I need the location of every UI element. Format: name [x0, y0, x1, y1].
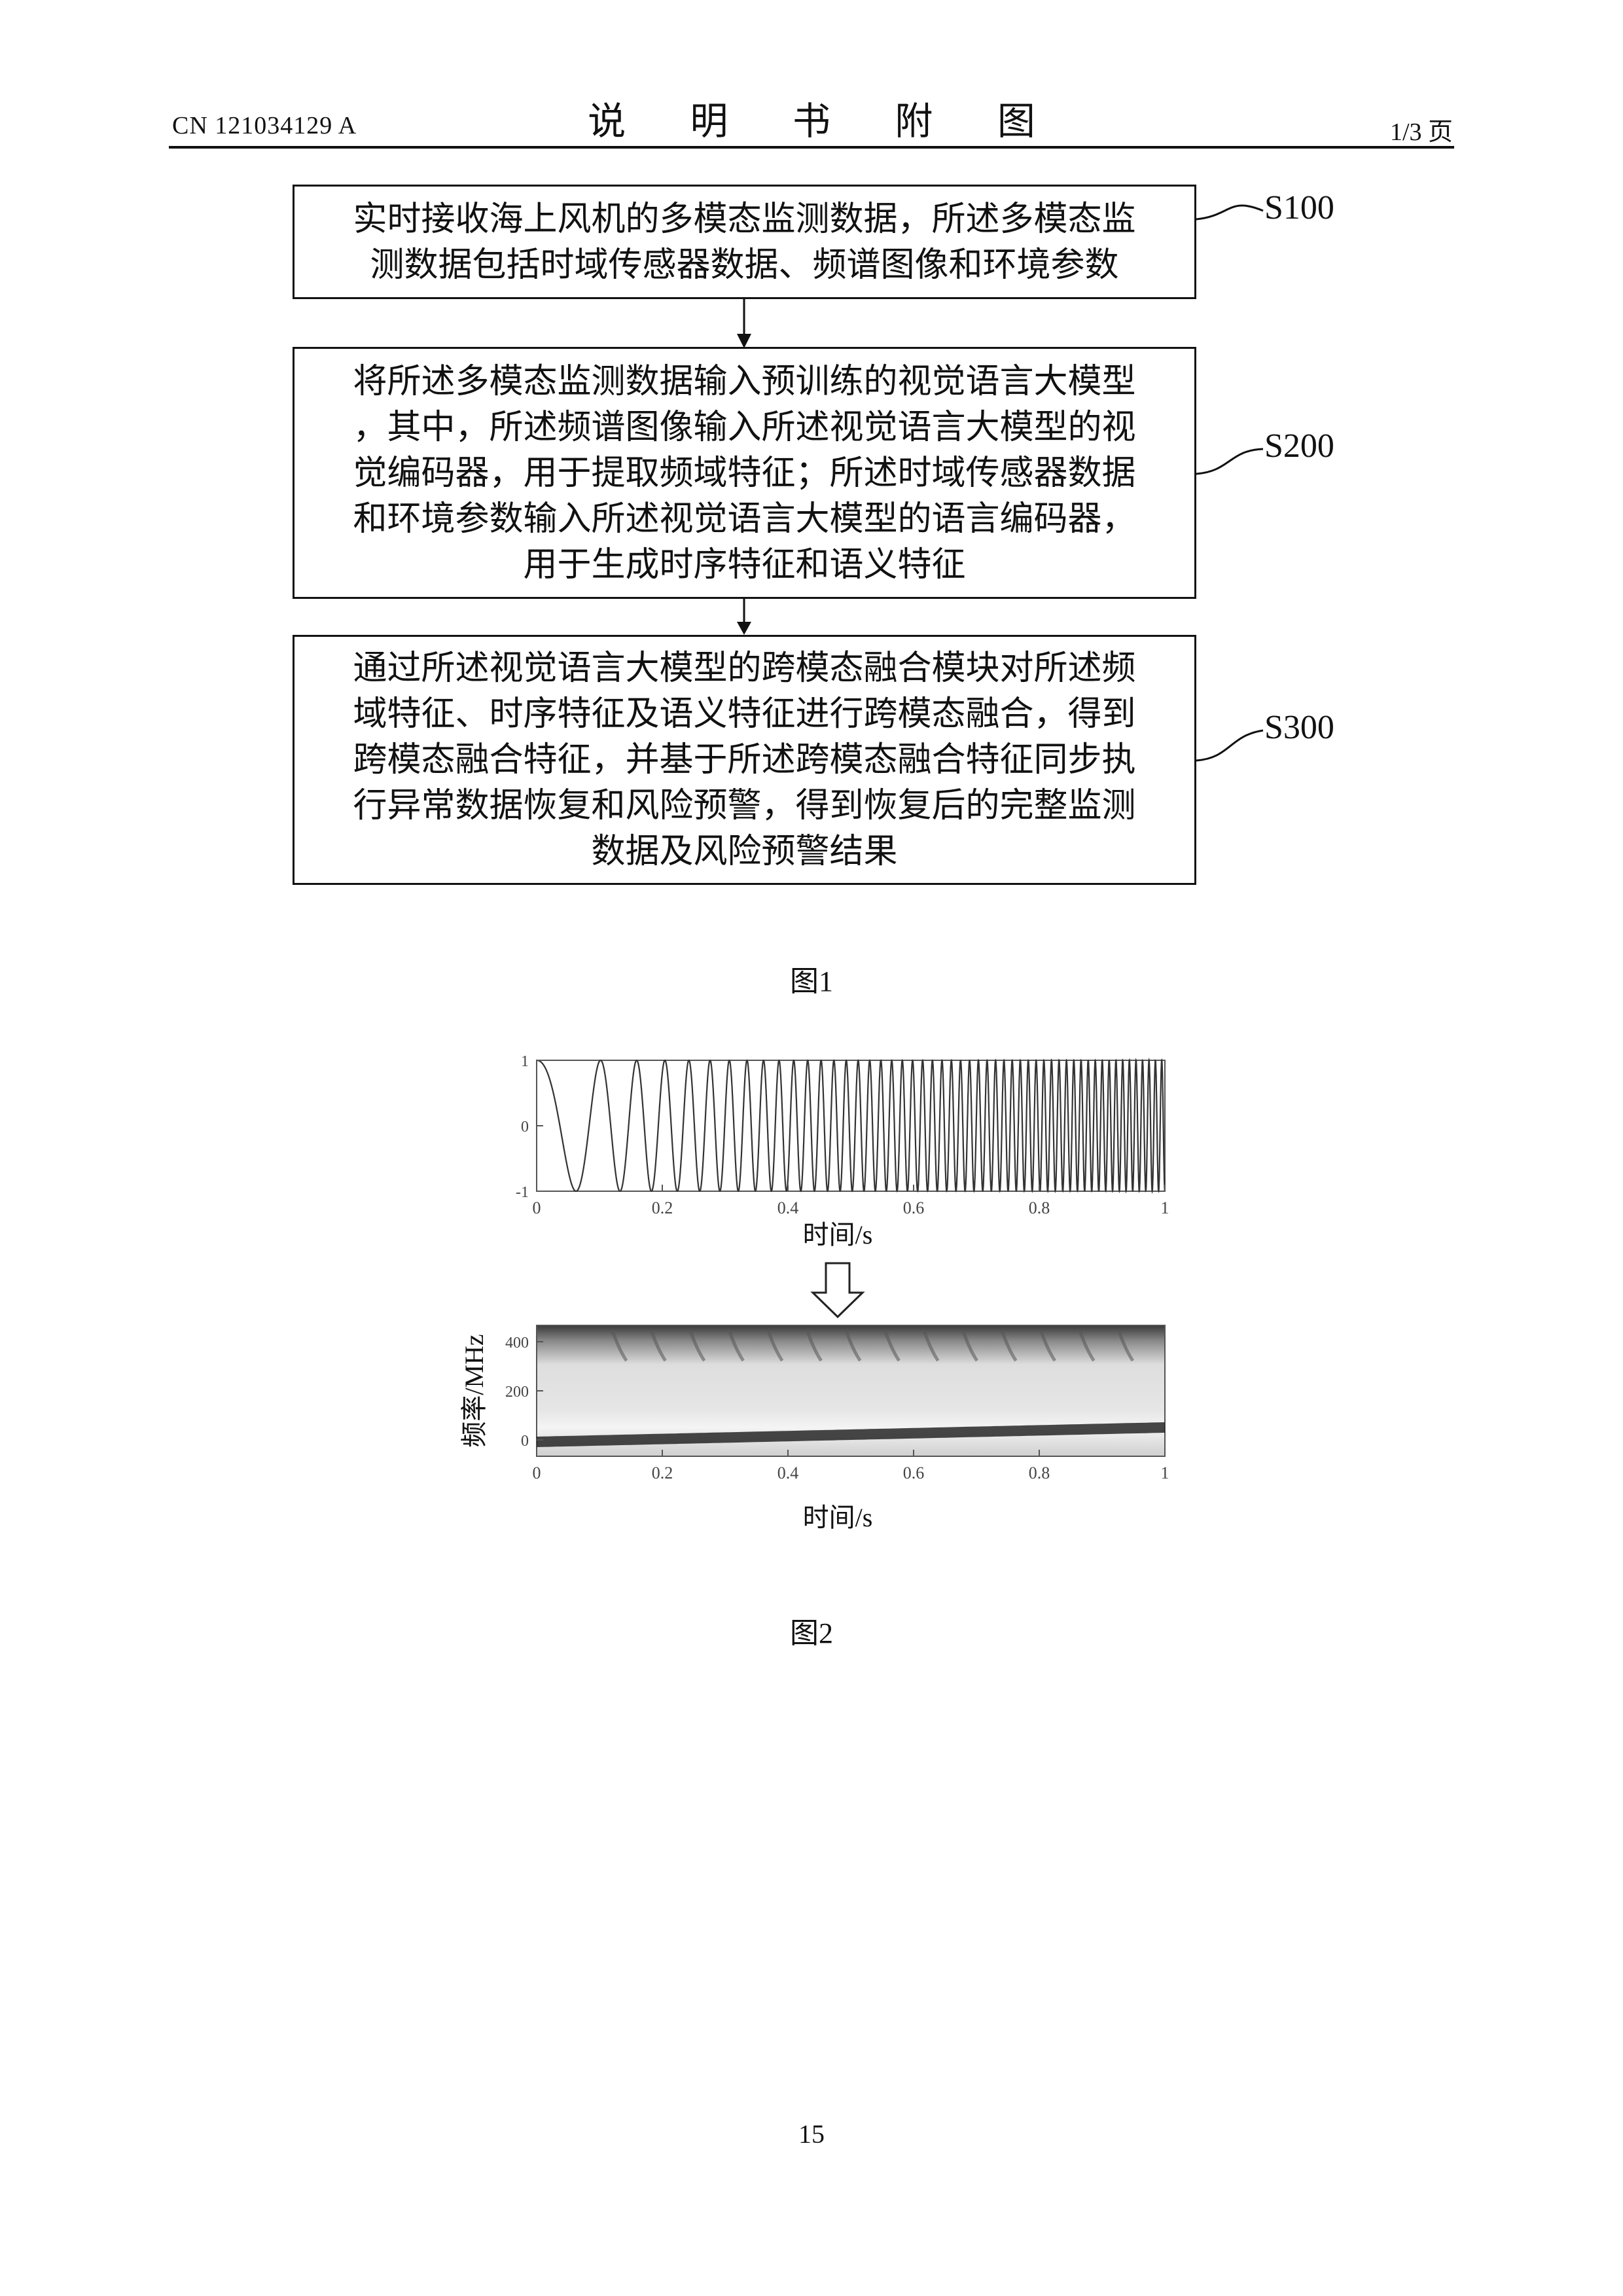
y-tick-label: 200 [505, 1384, 529, 1401]
x-tick-label: 0.6 [903, 1463, 925, 1482]
y-tick-label: 0 [521, 1119, 529, 1136]
figure2-charts: 00.20.40.60.81 10-1 时间/s 00.20.40.60.81 … [0, 1034, 1623, 1558]
x-tick-label: 0.8 [1029, 1198, 1050, 1217]
label-leader [1196, 730, 1263, 761]
label-leader [1196, 449, 1263, 474]
x-tick-label: 0.4 [777, 1198, 799, 1217]
x-tick-label: 0.6 [903, 1198, 925, 1217]
step-label-s100: S100 [1264, 188, 1334, 227]
x-axis-label: 时间/s [803, 1503, 873, 1532]
x-axis-label: 时间/s [803, 1220, 873, 1249]
flowchart-connectors [0, 0, 1623, 916]
x-tick-label: 1 [1161, 1463, 1169, 1482]
y-axis-label: 频率/MHz [459, 1334, 489, 1447]
flow-arrow-head [737, 334, 751, 348]
page-number: 15 [0, 2119, 1623, 2149]
y-tick-label: 0 [521, 1433, 529, 1450]
y-tick-label: -1 [516, 1184, 529, 1201]
x-tick-label: 0.8 [1029, 1463, 1050, 1482]
x-tick-label: 0.2 [652, 1198, 673, 1217]
y-tick-label: 1 [521, 1053, 529, 1070]
down-arrow-icon [813, 1263, 863, 1317]
step-label-s200: S200 [1264, 427, 1334, 465]
x-tick-label: 0 [533, 1198, 541, 1217]
step-label-s300: S300 [1264, 708, 1334, 747]
x-tick-label: 0 [533, 1463, 541, 1482]
x-tick-label: 1 [1161, 1198, 1169, 1217]
figure-caption: 图2 [0, 1609, 1623, 1651]
figure-caption: 图1 [0, 958, 1623, 999]
x-tick-label: 0.4 [777, 1463, 799, 1482]
time-signal-chart: 00.20.40.60.81 10-1 时间/s [516, 1053, 1169, 1249]
flow-arrow-head [737, 622, 751, 635]
y-tick-label: 400 [505, 1335, 529, 1352]
spectrogram-chart: 0 0.2 0.4 0.6 0.8 1 400 200 0 时间/s 频率/MHz [459, 1325, 1169, 1532]
x-tick-label: 0.2 [652, 1463, 673, 1482]
label-leader [1196, 206, 1263, 219]
